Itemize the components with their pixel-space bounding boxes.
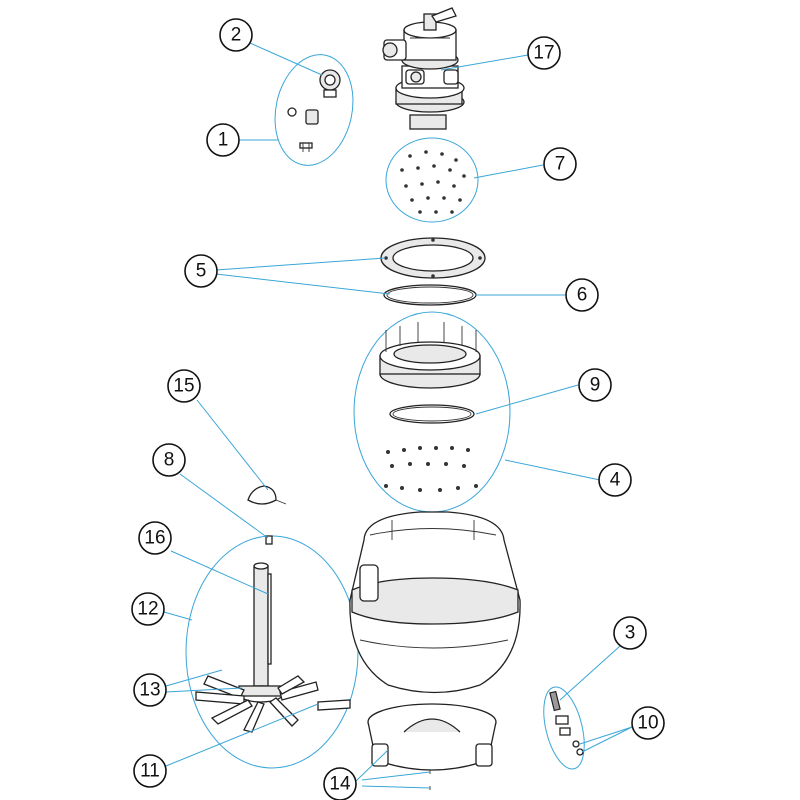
callout-label: 5 bbox=[196, 261, 207, 282]
callout-label: 17 bbox=[533, 43, 554, 64]
callout-17: 17 bbox=[527, 36, 561, 70]
callout-4: 4 bbox=[598, 463, 632, 497]
callout-8: 8 bbox=[152, 443, 186, 477]
lateral-assembly bbox=[195, 562, 351, 733]
callout-6: 6 bbox=[565, 278, 599, 312]
o-ring-lower-inner bbox=[392, 406, 472, 422]
valve-small-parts bbox=[287, 69, 341, 152]
callout-label: 15 bbox=[173, 376, 194, 397]
o-ring-upper bbox=[383, 284, 477, 306]
callout-label: 1 bbox=[218, 130, 229, 151]
o-ring-lower bbox=[389, 404, 475, 424]
callout-label: 7 bbox=[555, 154, 566, 175]
lid-dots bbox=[400, 150, 466, 214]
callout-1: 1 bbox=[206, 123, 240, 157]
group-ellipse-part-7 bbox=[385, 137, 479, 223]
callout-5: 5 bbox=[184, 254, 218, 288]
callout-label: 13 bbox=[139, 680, 160, 701]
multiport-valve bbox=[382, 7, 465, 130]
o-ring-upper-inner bbox=[386, 286, 474, 304]
group-ellipse-part-12 bbox=[185, 535, 359, 769]
callout-label: 11 bbox=[140, 761, 160, 782]
callout-7: 7 bbox=[543, 147, 577, 181]
callout-label: 4 bbox=[610, 470, 621, 491]
callout-2: 2 bbox=[219, 18, 253, 52]
base-stand bbox=[367, 703, 497, 790]
callout-label: 3 bbox=[625, 623, 636, 644]
callout-label: 12 bbox=[137, 599, 158, 620]
callout-label: 14 bbox=[329, 774, 351, 795]
drain-cap-part bbox=[247, 485, 287, 545]
callout-label: 16 bbox=[144, 528, 165, 549]
callout-15: 15 bbox=[167, 369, 201, 403]
callout-12: 12 bbox=[131, 592, 165, 626]
flange-bolts bbox=[384, 446, 478, 492]
callout-13: 13 bbox=[133, 673, 167, 707]
callout-label: 9 bbox=[590, 375, 601, 396]
callout-16: 16 bbox=[138, 521, 172, 555]
callout-label: 2 bbox=[231, 25, 242, 46]
group-ellipse-part-3 bbox=[543, 686, 585, 770]
callout-9: 9 bbox=[578, 368, 612, 402]
leader-lines bbox=[163, 42, 633, 789]
callout-11: 11 bbox=[133, 754, 167, 788]
callout-label: 8 bbox=[164, 450, 175, 471]
drain-plug-parts bbox=[549, 690, 584, 756]
callout-label: 6 bbox=[577, 285, 588, 306]
callout-10: 10 bbox=[631, 706, 665, 740]
callout-label: 10 bbox=[637, 713, 658, 734]
filter-tank-body bbox=[349, 511, 521, 694]
group-ellipse-part-1 bbox=[274, 54, 354, 166]
clamp-ring bbox=[380, 237, 486, 279]
tank-neck-flange bbox=[379, 322, 481, 389]
callout-14: 14 bbox=[323, 767, 357, 800]
callout-3: 3 bbox=[613, 616, 647, 650]
